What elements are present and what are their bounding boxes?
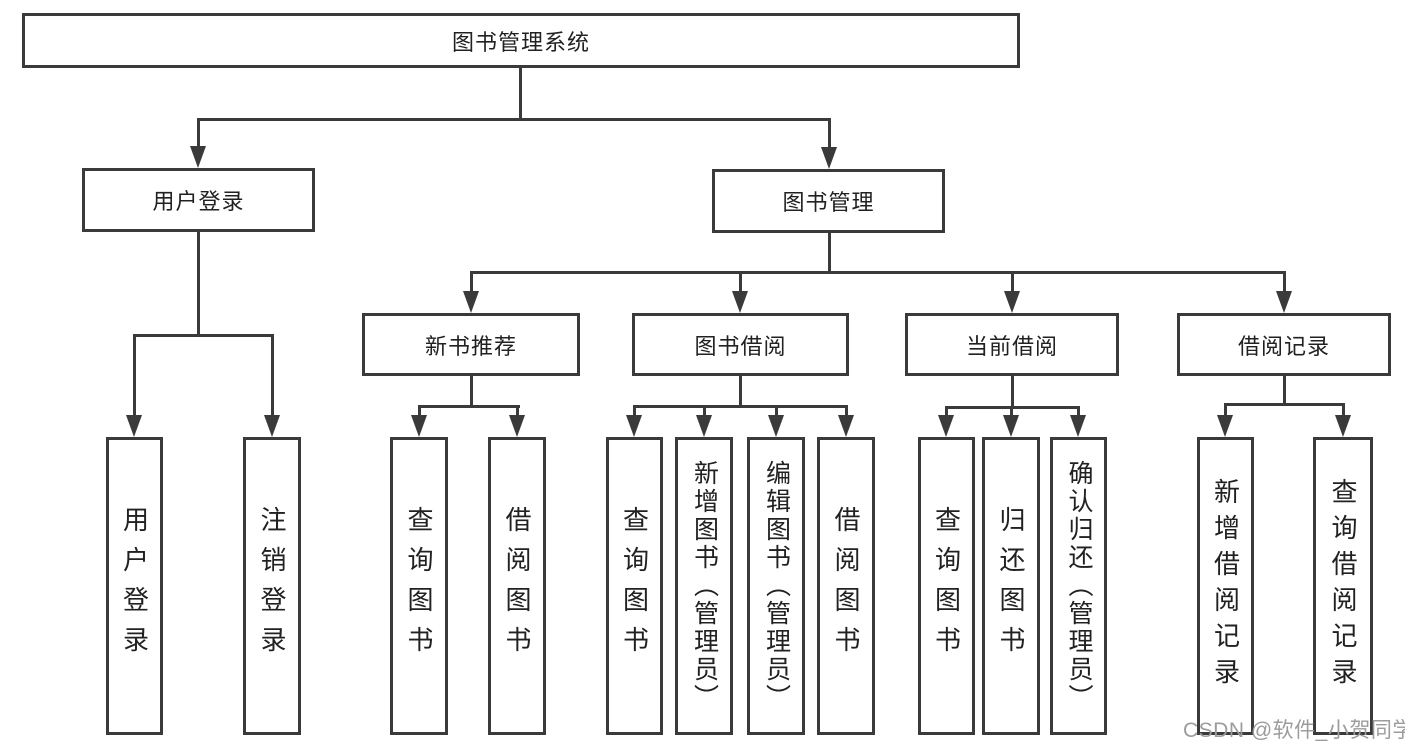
line <box>775 405 778 417</box>
node-library-management-system: 图书管理系统 <box>22 13 1020 68</box>
leaf-add-borrow-record: 新增借阅记录 <box>1197 437 1254 735</box>
csdn-watermark: CSDN @软件_小贺同学 <box>1183 719 1405 742</box>
arrowhead-icon <box>1003 415 1019 437</box>
line <box>1011 271 1014 293</box>
leaf-label: 新增借阅记录 <box>1210 478 1241 694</box>
line <box>470 271 1286 274</box>
arrowhead-icon <box>838 415 854 437</box>
arrowhead-icon <box>509 415 525 437</box>
arrowhead-icon <box>1004 291 1020 313</box>
line <box>845 405 848 417</box>
line <box>133 334 274 337</box>
arrowhead-icon <box>732 291 748 313</box>
leaf-label: 查询图书 <box>619 506 650 666</box>
arrowhead-icon <box>626 415 642 437</box>
leaf-query-borrow-record: 查询借阅记录 <box>1313 437 1373 735</box>
leaf-label: 归还图书 <box>996 506 1026 666</box>
leaf-confirm-return-admin: 确认归还（管理员） <box>1050 437 1107 735</box>
line <box>1224 403 1227 417</box>
leaf-label: 借阅图书 <box>502 506 532 666</box>
node-new-book-recommend: 新书推荐 <box>362 313 580 376</box>
arrowhead-icon <box>264 415 280 437</box>
leaf-borrow-books: 借阅图书 <box>817 437 875 735</box>
line <box>1283 271 1286 293</box>
leaf-query-books-borrow: 查询图书 <box>606 437 663 735</box>
leaf-borrow-books-recommend: 借阅图书 <box>488 437 546 735</box>
line <box>1011 376 1014 408</box>
line <box>1283 376 1286 405</box>
line <box>516 405 519 417</box>
arrowhead-icon <box>1335 415 1351 437</box>
leaf-label: 查询图书 <box>404 506 434 666</box>
leaf-return-books: 归还图书 <box>982 437 1040 735</box>
line <box>1224 403 1345 406</box>
node-user-login: 用户登录 <box>82 168 315 232</box>
leaf-edit-books-admin: 编辑图书（管理员） <box>747 437 805 735</box>
arrowhead-icon <box>938 415 954 437</box>
arrowhead-icon <box>696 415 712 437</box>
line <box>197 232 200 336</box>
leaf-label: 用户登录 <box>119 506 150 666</box>
arrowhead-icon <box>463 291 479 313</box>
line <box>470 271 473 293</box>
line <box>633 405 848 408</box>
leaf-label: 新增图书（管理员） <box>690 460 719 712</box>
line <box>197 118 200 148</box>
leaf-label: 查询借阅记录 <box>1328 478 1358 694</box>
leaf-label: 注销登录 <box>257 506 287 666</box>
line <box>945 406 948 417</box>
leaf-label: 确认归还（管理员） <box>1065 460 1093 712</box>
line <box>519 68 522 120</box>
line <box>633 405 636 417</box>
line <box>828 118 831 149</box>
arrowhead-icon <box>1070 415 1086 437</box>
leaf-label: 编辑图书（管理员） <box>762 460 791 712</box>
leaf-query-books-recommend: 查询图书 <box>390 437 448 735</box>
line <box>418 405 520 408</box>
leaf-logout: 注销登录 <box>243 437 301 735</box>
node-book-management: 图书管理 <box>712 169 945 233</box>
leaf-add-books-admin: 新增图书（管理员） <box>675 437 733 735</box>
node-current-borrowing: 当前借阅 <box>905 313 1119 376</box>
line <box>703 405 706 417</box>
leaf-user-login: 用户登录 <box>106 437 163 735</box>
arrowhead-icon <box>190 146 206 168</box>
leaf-label: 查询图书 <box>931 506 962 666</box>
line <box>1077 406 1080 417</box>
arrowhead-icon <box>1217 415 1233 437</box>
line <box>739 271 742 293</box>
arrowhead-icon <box>411 415 427 437</box>
leaf-query-books-current: 查询图书 <box>918 437 975 735</box>
line <box>739 376 742 407</box>
line <box>828 233 831 273</box>
arrowhead-icon <box>821 147 837 169</box>
node-borrow-records: 借阅记录 <box>1177 313 1391 376</box>
line <box>1342 403 1345 417</box>
line <box>197 118 831 121</box>
line <box>418 405 421 417</box>
arrowhead-icon <box>1276 291 1292 313</box>
line <box>470 376 473 407</box>
arrowhead-icon <box>126 415 142 437</box>
line <box>271 334 274 417</box>
line <box>1010 406 1013 417</box>
arrowhead-icon <box>768 415 784 437</box>
line <box>133 334 136 417</box>
leaf-label: 借阅图书 <box>831 506 861 666</box>
node-book-borrowing: 图书借阅 <box>632 313 849 376</box>
